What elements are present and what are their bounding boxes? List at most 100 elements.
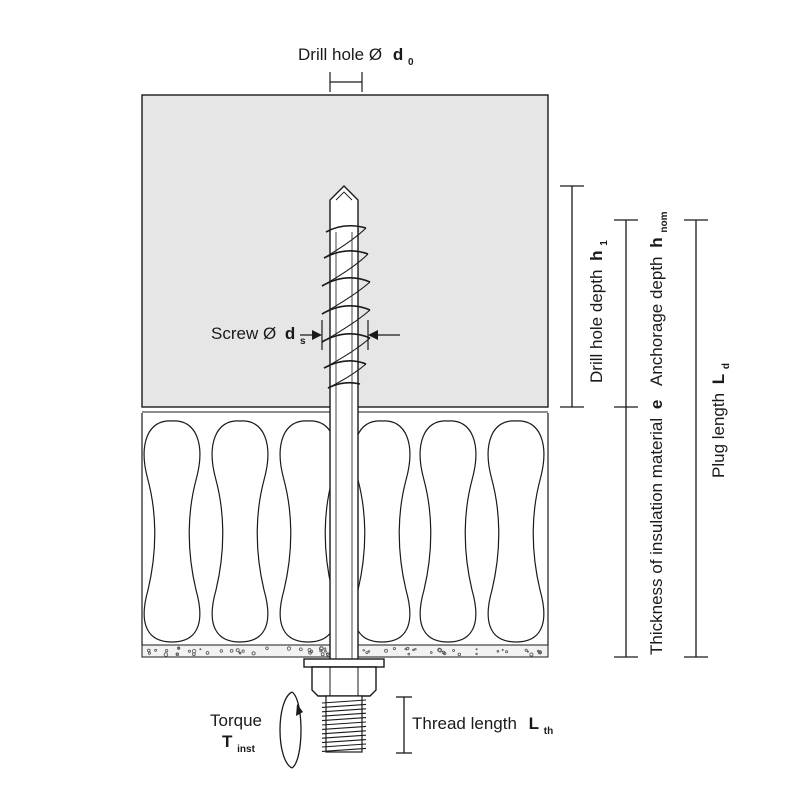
thread-length-sub: th — [544, 726, 553, 737]
render-speckle — [475, 648, 478, 651]
render-speckle — [505, 650, 509, 654]
insulation-thickness-symbol: e — [647, 400, 666, 409]
drill-hole-depth-label: Drill hole depth — [587, 270, 606, 383]
svg-text:Screw Ø d s: Screw Ø d s — [211, 324, 306, 347]
render-speckle — [324, 647, 327, 650]
render-speckle — [265, 646, 269, 650]
drill-hole-diameter-sub: 0 — [408, 57, 414, 68]
svg-text:Anchorage depth h nom: Anchorage depth h nom — [647, 211, 670, 386]
stud-thread-line — [321, 747, 367, 752]
render-speckle — [298, 647, 303, 652]
render-speckle — [319, 648, 323, 653]
stud-thread-line — [321, 712, 367, 717]
render-speckle — [147, 648, 151, 653]
render-speckle — [309, 649, 314, 654]
render-speckle — [392, 647, 396, 651]
svg-text:Thread length L th: Thread length L th — [412, 714, 553, 737]
drill-hole-diameter-label: Drill hole Ø — [298, 45, 382, 64]
anchorage-depth-bracket — [614, 219, 638, 407]
render-speckle — [319, 646, 324, 651]
render-speckle — [362, 649, 365, 652]
torque-symbol: T — [222, 732, 233, 751]
stud-thread-line — [321, 725, 367, 730]
render-speckle — [539, 651, 542, 654]
screw-diameter-label: Screw Ø — [211, 324, 276, 343]
render-speckle — [286, 646, 292, 651]
plug-length-sub: d — [721, 363, 732, 369]
render-speckle — [229, 648, 234, 653]
screw-tip — [329, 185, 359, 232]
plug-length-bracket — [684, 219, 708, 658]
washer — [303, 658, 385, 668]
insulation-cell — [143, 420, 201, 643]
torque-arrow-icon — [279, 691, 303, 769]
render-speckle — [384, 648, 388, 653]
svg-text:Thickness of insulation materi: Thickness of insulation material e — [647, 400, 666, 655]
render-speckle — [529, 652, 534, 657]
anchorage-depth-sub: nom — [659, 211, 670, 232]
plug-length-label: Plug length — [709, 393, 728, 478]
insulation-cell — [419, 420, 477, 643]
thread-length-bracket — [396, 696, 412, 754]
render-speckle — [524, 648, 528, 652]
drill-hole-depth-bracket — [560, 185, 584, 408]
stud-thread-line — [321, 703, 367, 708]
screw-anchor — [303, 185, 385, 753]
render-speckle — [235, 648, 240, 652]
stud-thread-line — [321, 734, 367, 739]
render-speckle — [496, 649, 500, 653]
hex-nut — [311, 666, 377, 697]
render-speckle — [163, 652, 169, 657]
render-speckle — [165, 648, 169, 653]
svg-text:Drill hole depth h 1: Drill hole depth h 1 — [587, 240, 610, 383]
render-speckle — [538, 650, 543, 655]
render-speckle — [251, 651, 256, 656]
anchorage-depth-label: Anchorage depth — [647, 257, 666, 387]
render-speckle — [187, 649, 191, 653]
insulation-thickness-bracket — [614, 406, 638, 658]
render-speckle — [205, 651, 210, 655]
stud-thread-line — [321, 721, 367, 726]
torque-sub: inst — [237, 744, 255, 755]
render-speckle — [241, 649, 245, 653]
screw-diameter-dimension — [300, 320, 400, 350]
insulation-thickness-label: Thickness of insulation material — [647, 418, 666, 655]
render-speckle — [443, 651, 447, 656]
thread-length-label: Thread length — [412, 714, 517, 733]
stud-thread-line — [321, 699, 367, 704]
render-speckle — [219, 649, 223, 653]
render-speckle — [526, 650, 529, 653]
render-speckle — [475, 652, 478, 656]
render-speckle — [324, 649, 327, 653]
svg-text:T inst: T inst — [222, 732, 256, 755]
render-speckle — [404, 647, 408, 651]
render-speckle — [412, 648, 415, 652]
plug-length-symbol: L — [709, 374, 728, 384]
drill-hole-depth-sub: 1 — [599, 240, 610, 246]
render-speckle — [147, 651, 151, 655]
drill-hole-diameter-symbol: d — [393, 45, 403, 64]
anchorage-depth-symbol: h — [647, 237, 666, 247]
stud-thread-line — [321, 717, 367, 722]
render-speckle — [414, 648, 417, 651]
render-speckle — [367, 650, 371, 653]
stud-thread-line — [321, 743, 367, 748]
screw-diameter-sub: s — [300, 336, 306, 347]
render-speckle — [154, 648, 158, 652]
insulation-cell — [353, 420, 411, 643]
render-speckle — [176, 653, 180, 656]
render-speckle — [199, 648, 202, 651]
render-speckle — [429, 651, 433, 654]
render-speckle — [320, 652, 325, 657]
render-speckle — [192, 652, 196, 657]
render-speckle — [452, 649, 456, 652]
torque-label: Torque — [210, 711, 262, 730]
drill-hole-diameter-dimension — [329, 72, 363, 92]
screw-diameter-symbol: d — [285, 324, 295, 343]
render-speckle — [365, 651, 369, 655]
render-speckle — [437, 648, 443, 653]
stud-thread-line — [321, 739, 367, 744]
render-speckle — [325, 652, 330, 656]
render-speckle — [501, 648, 504, 651]
